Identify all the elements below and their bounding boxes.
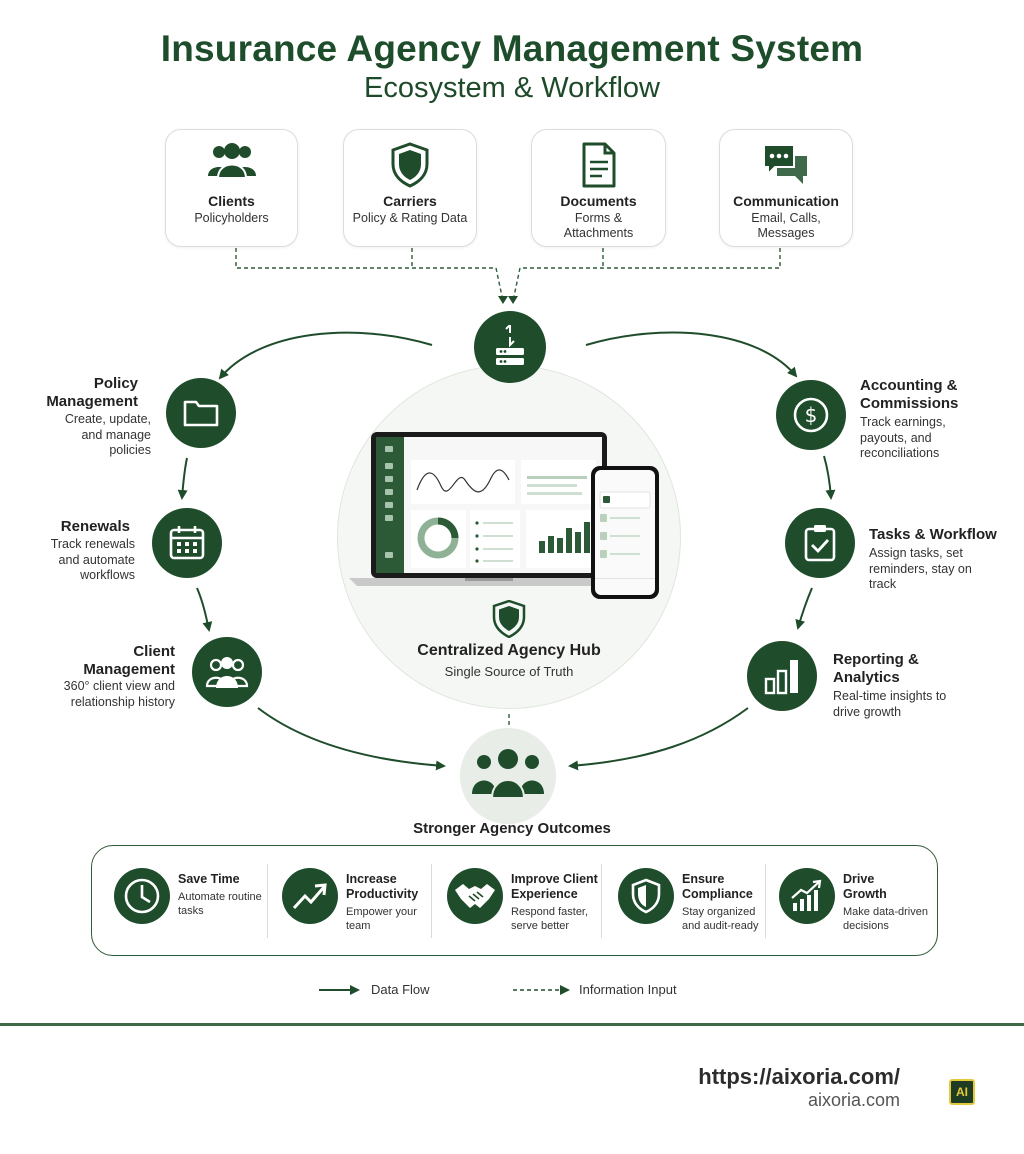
benefit-title: Save Time xyxy=(178,872,240,886)
benefit-title: Increase Productivity xyxy=(346,872,419,901)
benefit-desc: Make data-driven decisions xyxy=(843,906,928,932)
growth-chart-icon xyxy=(791,879,822,911)
svg-text:$: $ xyxy=(805,403,818,427)
node-policy-management xyxy=(166,378,236,448)
source-card-clients: Clients Policyholders xyxy=(165,129,298,247)
module-desc: Track earnings, payouts, and reconciliat… xyxy=(860,415,946,460)
node-accounting-commissions: $ xyxy=(776,380,846,450)
dollar-icon: $ xyxy=(793,397,829,433)
divider xyxy=(765,864,766,938)
outcome-node xyxy=(460,728,556,824)
module-title: Accounting & Commissions xyxy=(860,377,959,412)
handshake-icon xyxy=(455,884,495,908)
benefit-title: Ensure Compliance xyxy=(682,872,753,901)
hub-node xyxy=(474,311,546,383)
module-desc: Create, update, and manage policies xyxy=(64,412,151,457)
document-icon xyxy=(582,142,615,188)
calendar-icon xyxy=(169,526,205,560)
benefit-save-time: Save Time Automate routine tasks xyxy=(114,846,264,954)
benefit-ensure-compliance: Ensure Compliance Stay organized and aud… xyxy=(618,846,768,954)
node-reporting-analytics xyxy=(747,641,817,711)
source-title: Documents xyxy=(560,193,637,209)
legend-info-input-arrow xyxy=(513,985,570,995)
module-title: Policy Management xyxy=(46,375,138,410)
users-icon xyxy=(205,657,249,688)
folder-icon xyxy=(183,400,219,427)
module-title: Renewals xyxy=(60,518,130,535)
source-title: Clients xyxy=(208,193,255,209)
benefits-panel: Save Time Automate routine tasks Increas… xyxy=(91,845,938,956)
source-card-communication: Communication Email, Calls, Messages xyxy=(719,129,853,247)
hub-shield-icon xyxy=(492,600,526,638)
hub-subtitle: Single Source of Truth xyxy=(444,664,574,679)
source-desc: Policy & Rating Data xyxy=(352,211,468,225)
legend-info-input: Information Input xyxy=(579,982,677,997)
module-title: Client Management xyxy=(83,643,175,678)
shield-icon xyxy=(631,878,661,914)
legend-data-flow: Data Flow xyxy=(371,982,430,997)
clock-icon xyxy=(124,878,160,914)
bar-chart-icon xyxy=(764,660,798,695)
module-title: Reporting & Analytics xyxy=(833,651,919,686)
benefit-title: Drive Growth xyxy=(843,872,887,901)
shield-icon xyxy=(391,142,429,188)
footer-divider xyxy=(0,1023,1024,1026)
users-icon xyxy=(207,143,256,179)
source-card-documents: Documents Forms & Attachments xyxy=(531,129,666,247)
team-icon xyxy=(472,749,544,799)
node-tasks-workflow xyxy=(785,508,855,578)
source-title: Communication xyxy=(733,193,839,209)
footer-domain: aixoria.com xyxy=(807,1090,900,1110)
server-sync-icon xyxy=(496,325,524,365)
page-title: Insurance Agency Management System xyxy=(160,28,864,69)
benefit-title: Improve Client Experience xyxy=(511,872,598,901)
hub-devices-illustration xyxy=(349,432,659,599)
footer-url[interactable]: https://aixoria.com/ xyxy=(698,1064,900,1089)
trend-up-icon xyxy=(292,883,327,910)
chat-icon xyxy=(763,144,807,184)
hub-title: Centralized Agency Hub xyxy=(417,642,601,659)
module-desc: Real-time insights to drive growth xyxy=(833,689,947,719)
source-title: Carriers xyxy=(383,193,437,209)
benefit-improve-client-experience: Improve Client Experience Respond faster… xyxy=(447,846,598,954)
benefit-desc: Stay organized and audit-ready xyxy=(682,906,759,932)
benefit-desc: Empower your team xyxy=(346,906,417,932)
source-desc: Email, Calls, Messages xyxy=(751,211,821,240)
benefit-drive-growth: Drive Growth Make data-driven decisions xyxy=(779,846,929,954)
benefit-desc: Respond faster, serve better xyxy=(511,906,589,932)
benefit-desc: Automate routine tasks xyxy=(178,891,262,917)
node-client-management xyxy=(192,637,262,707)
divider xyxy=(267,864,268,938)
page-subtitle: Ecosystem & Workflow xyxy=(364,72,660,104)
source-desc: Forms & Attachments xyxy=(563,211,634,240)
module-title: Tasks & Workflow xyxy=(869,526,997,543)
source-card-carriers: Carriers Policy & Rating Data xyxy=(343,129,477,247)
module-desc: Track renewals and automate workflows xyxy=(50,537,135,582)
benefit-increase-productivity: Increase Productivity Empower your team xyxy=(282,846,432,954)
module-desc: 360° client view and relationship histor… xyxy=(63,679,175,709)
clipboard-check-icon xyxy=(804,525,836,562)
source-desc: Policyholders xyxy=(194,211,269,225)
ai-logo-badge: AI xyxy=(949,1079,975,1105)
divider xyxy=(601,864,602,938)
node-renewals xyxy=(152,508,222,578)
legend-data-flow-arrow xyxy=(319,985,360,995)
divider xyxy=(431,864,432,938)
module-desc: Assign tasks, set reminders, stay on tra… xyxy=(869,546,972,591)
outcome-title: Stronger Agency Outcomes xyxy=(413,820,611,837)
